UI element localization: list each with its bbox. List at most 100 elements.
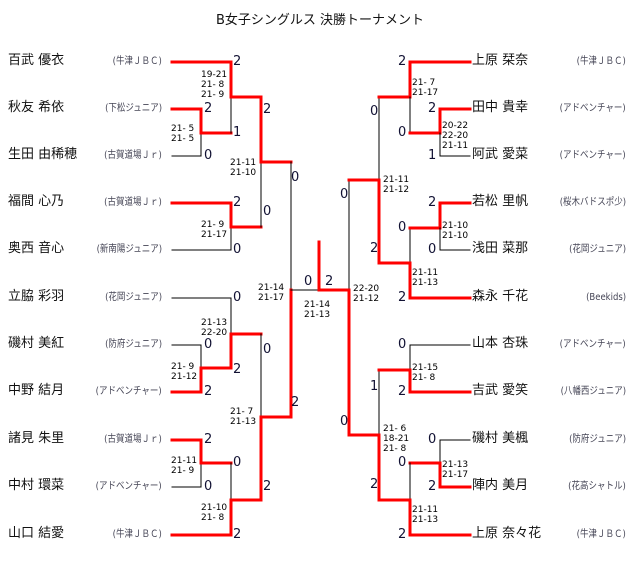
player-name: 磯村 美紅 [8, 336, 65, 351]
player-club: (八幡西ジュニア) [560, 386, 626, 397]
set-score: 0 [398, 220, 407, 235]
set-score: 2 [233, 195, 242, 210]
player-club: (牛津ＪＢＣ) [112, 529, 162, 540]
player-club: (アドベンチャー) [559, 339, 626, 350]
game-score: 21-11 21-12 [383, 175, 410, 195]
game-score: 21-13 22-20 [201, 318, 228, 338]
set-score: 0 [263, 204, 272, 219]
player-club: (牛津ＪＢＣ) [112, 56, 162, 67]
set-score: 2 [428, 101, 437, 116]
set-score: 0 [204, 337, 213, 352]
set-score: 2 [370, 477, 379, 492]
player-name: 若松 里帆 [472, 194, 529, 209]
set-score: 2 [398, 384, 407, 399]
set-score: 2 [398, 54, 407, 69]
set-score: 2 [233, 362, 242, 377]
player-club: (牛津ＪＢＣ) [576, 56, 626, 67]
player-club: (古賀道場Ｊｒ) [104, 434, 162, 445]
player-club: (新南陽ジュニア) [96, 244, 162, 255]
set-score: 0 [340, 187, 349, 202]
player-name: 百武 優衣 [8, 53, 65, 68]
set-score: 2 [370, 241, 379, 256]
player-name: 吉武 愛笑 [472, 383, 529, 398]
player-club: (古賀道場Ｊｒ) [104, 150, 162, 161]
game-score: 21-11 21-13 [412, 268, 439, 288]
set-score: 0 [428, 432, 437, 447]
set-score: 2 [263, 102, 272, 117]
player-name: 諸見 朱里 [8, 431, 65, 446]
game-score: 21- 7 21-17 [412, 78, 439, 98]
player-name: 奥西 音心 [8, 241, 65, 256]
set-score: 0 [340, 414, 349, 429]
player-club: (アドベンチャー) [95, 481, 162, 492]
set-score: 1 [428, 148, 437, 163]
player-name: 中村 環菜 [8, 478, 65, 493]
game-score: 21- 9 21-12 [171, 362, 198, 382]
game-score: 21-10 21-10 [442, 221, 469, 241]
game-score: 21- 7 21-13 [230, 407, 257, 427]
player-name: 福間 心乃 [8, 194, 65, 209]
player-name: 秋友 希依 [8, 100, 65, 115]
game-score: 21-14 21-13 [304, 300, 331, 320]
player-club: (花高シャトル) [568, 481, 626, 492]
set-score: 0 [398, 125, 407, 140]
player-club: (アドベンチャー) [559, 103, 626, 114]
player-name: 森永 千花 [472, 289, 529, 304]
game-score: 20-22 22-20 21-11 [442, 121, 469, 151]
set-score: 0 [233, 290, 242, 305]
player-club: (防府ジュニア) [568, 434, 626, 445]
game-score: 21-13 21-17 [442, 460, 469, 480]
game-score: 21-11 21-13 [412, 505, 439, 525]
player-club: (桜木バドスポ少) [559, 197, 626, 208]
player-name: 阿武 愛菜 [472, 147, 529, 162]
set-score: 2 [204, 432, 213, 447]
player-name: 浅田 菜那 [472, 241, 529, 256]
player-club: (防府ジュニア) [104, 339, 162, 350]
set-score: 1 [233, 125, 242, 140]
game-score: 21- 9 21-17 [201, 220, 228, 240]
set-score: 0 [204, 148, 213, 163]
set-score: 0 [398, 455, 407, 470]
player-club: (古賀道場Ｊｒ) [104, 197, 162, 208]
set-score: 0 [263, 342, 272, 357]
player-name: 中野 結月 [8, 383, 65, 398]
player-club: (アドベンチャー) [95, 386, 162, 397]
set-score: 2 [325, 274, 334, 289]
game-score: 21- 6 18-21 21- 8 [383, 424, 410, 454]
player-name: 陣内 美月 [472, 478, 529, 493]
player-club: (花岡ジュニア) [568, 244, 626, 255]
game-score: 19-21 21- 8 21- 9 [201, 70, 228, 100]
player-club: (下松ジュニア) [104, 103, 162, 114]
player-club: (花岡ジュニア) [104, 292, 162, 303]
set-score: 2 [263, 479, 272, 494]
set-score: 0 [204, 479, 213, 494]
bracket-title: B女子シングルス 決勝トーナメント [215, 13, 425, 28]
set-score: 2 [291, 395, 300, 410]
player-name: 生田 由稀穂 [8, 147, 78, 162]
player-name: 上原 奈々花 [472, 526, 542, 541]
set-score: 0 [370, 104, 379, 119]
player-club: (牛津ＪＢＣ) [576, 529, 626, 540]
player-name: 田中 貴幸 [472, 100, 529, 115]
set-score: 2 [233, 527, 242, 542]
set-score: 0 [304, 274, 313, 289]
game-score: 21-11 21- 9 [171, 456, 198, 476]
set-score: 0 [291, 170, 300, 185]
game-score: 21- 5 21- 5 [171, 124, 195, 144]
set-score: 2 [428, 479, 437, 494]
player-name: 上原 栞奈 [472, 53, 529, 68]
set-score: 2 [233, 54, 242, 69]
player-club: (アドベンチャー) [559, 150, 626, 161]
player-name: 山口 結愛 [8, 526, 65, 541]
set-score: 2 [428, 195, 437, 210]
player-name: 立脇 彩羽 [8, 289, 65, 304]
set-score: 2 [204, 384, 213, 399]
set-score: 0 [233, 455, 242, 470]
player-name: 山本 杏珠 [472, 336, 529, 351]
set-score: 0 [233, 242, 242, 257]
set-score: 2 [398, 290, 407, 305]
set-score: 2 [204, 101, 213, 116]
game-score: 21-11 21-10 [230, 158, 257, 178]
